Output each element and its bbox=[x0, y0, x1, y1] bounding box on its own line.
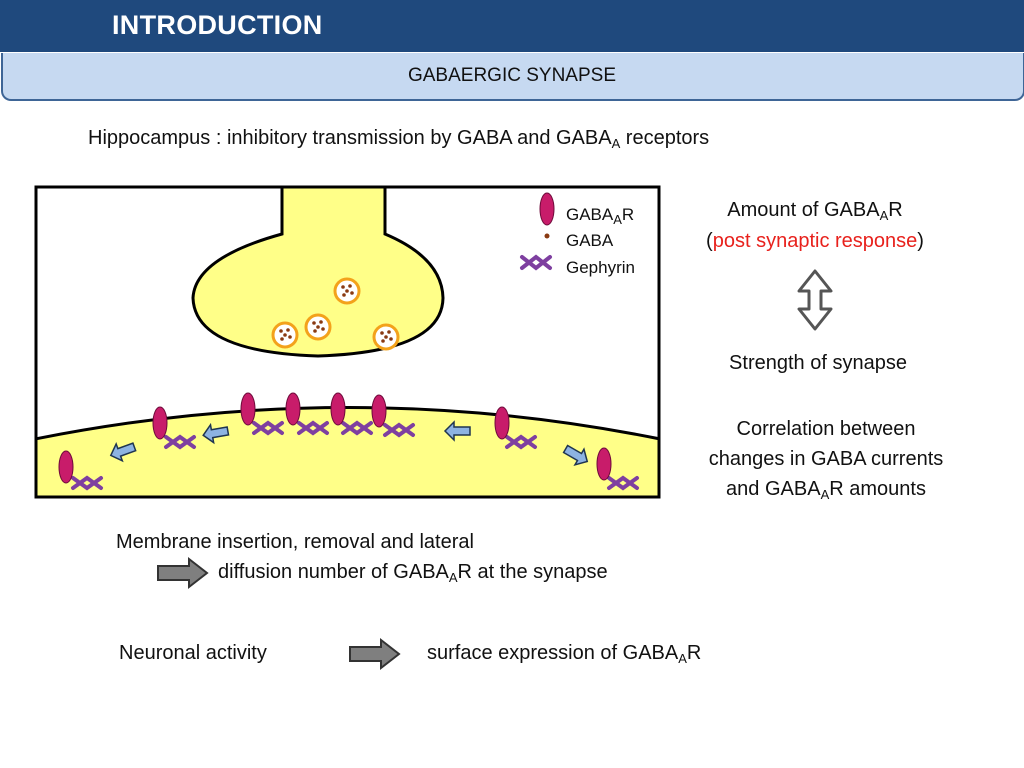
gaba-molecule bbox=[319, 320, 323, 324]
vesicle bbox=[271, 321, 299, 349]
legend-gephyrin-icon bbox=[520, 254, 552, 271]
gaba-molecule bbox=[345, 289, 349, 293]
legend-gaba-label: GABA bbox=[566, 231, 614, 250]
membrane-text-line-1: Membrane insertion, removal and lateral bbox=[116, 531, 474, 553]
vesicle bbox=[304, 313, 332, 341]
membrane-text-line-2: diffusion number of GABAAR at the synaps… bbox=[218, 561, 608, 585]
gaba-a-receptor bbox=[285, 392, 301, 426]
gaba-a-receptor bbox=[330, 392, 346, 426]
gephyrin-cluster bbox=[383, 422, 415, 438]
gaba-molecule bbox=[283, 333, 287, 337]
slide-subtitle: GABAERGIC SYNAPSE bbox=[407, 65, 616, 86]
legend-receptor-label: GABAAR bbox=[566, 205, 635, 227]
gaba-a-receptor bbox=[494, 406, 510, 440]
legend-gephyrin-label: Gephyrin bbox=[566, 258, 635, 277]
gaba-molecule bbox=[348, 284, 352, 288]
diffusion-arrow bbox=[443, 420, 471, 442]
gaba-molecule bbox=[321, 327, 325, 331]
gaba-molecule bbox=[389, 337, 393, 341]
gray-arrow-icon-1 bbox=[157, 556, 209, 590]
gaba-molecule bbox=[279, 329, 283, 333]
gephyrin-cluster bbox=[341, 420, 373, 436]
vesicle bbox=[372, 323, 400, 351]
gephyrin-cluster bbox=[607, 475, 639, 491]
gaba-molecule bbox=[313, 329, 317, 333]
gaba-molecule bbox=[384, 335, 388, 339]
correlation-line-2: changes in GABA currents bbox=[708, 448, 944, 470]
presynaptic-terminal bbox=[191, 188, 445, 358]
neuronal-activity-text: Neuronal activity bbox=[119, 642, 267, 664]
gray-arrow-icon-2 bbox=[349, 637, 401, 671]
diffusion-arrow bbox=[562, 444, 589, 466]
header-bar bbox=[0, 0, 1024, 52]
gaba-molecule bbox=[280, 337, 284, 341]
response-label: (post synaptic response) bbox=[706, 230, 924, 252]
diffusion-arrow bbox=[109, 441, 137, 463]
gaba-molecule bbox=[316, 325, 320, 329]
gephyrin-cluster bbox=[252, 420, 284, 436]
gaba-molecule bbox=[312, 321, 316, 325]
gaba-molecule bbox=[350, 291, 354, 295]
vesicle-group bbox=[271, 277, 400, 351]
gaba-a-receptor bbox=[371, 394, 387, 428]
gephyrin-cluster bbox=[505, 434, 537, 450]
gaba-a-receptor bbox=[240, 392, 256, 426]
gaba-molecule bbox=[286, 328, 290, 332]
gaba-molecule bbox=[288, 335, 292, 339]
subheader-bar bbox=[1, 53, 1024, 101]
legend-receptor-icon bbox=[539, 192, 555, 226]
gephyrin-cluster bbox=[71, 475, 103, 491]
gaba-a-receptor bbox=[58, 450, 74, 484]
intro-text: Hippocampus : inhibitory transmission by… bbox=[88, 127, 710, 151]
surface-expression-text: surface expression of GABAAR bbox=[427, 642, 702, 666]
gaba-a-receptor bbox=[152, 406, 168, 440]
diffusion-arrow bbox=[202, 422, 230, 445]
receptor-group bbox=[58, 392, 612, 484]
gaba-molecule bbox=[342, 293, 346, 297]
correlation-line-1: Correlation between bbox=[736, 418, 916, 440]
gaba-a-receptor bbox=[596, 447, 612, 481]
legend-gaba-icon bbox=[544, 233, 550, 239]
gaba-molecule bbox=[381, 339, 385, 343]
gaba-molecule bbox=[380, 331, 384, 335]
correlation-line-3: and GABAAR amounts bbox=[726, 478, 926, 502]
gephyrin-group bbox=[71, 420, 639, 491]
slide-title: INTRODUCTION bbox=[112, 10, 323, 40]
gephyrin-cluster bbox=[164, 434, 196, 450]
double-arrow-icon bbox=[797, 269, 833, 331]
diagram-frame bbox=[34, 185, 661, 499]
gaba-molecule bbox=[341, 285, 345, 289]
vesicle bbox=[333, 277, 361, 305]
diffusion-arrow-group bbox=[109, 420, 589, 466]
gaba-molecule bbox=[387, 330, 391, 334]
amount-label: Amount of GABAAR bbox=[727, 199, 903, 223]
gephyrin-cluster bbox=[297, 420, 329, 436]
strength-label: Strength of synapse bbox=[729, 352, 907, 374]
